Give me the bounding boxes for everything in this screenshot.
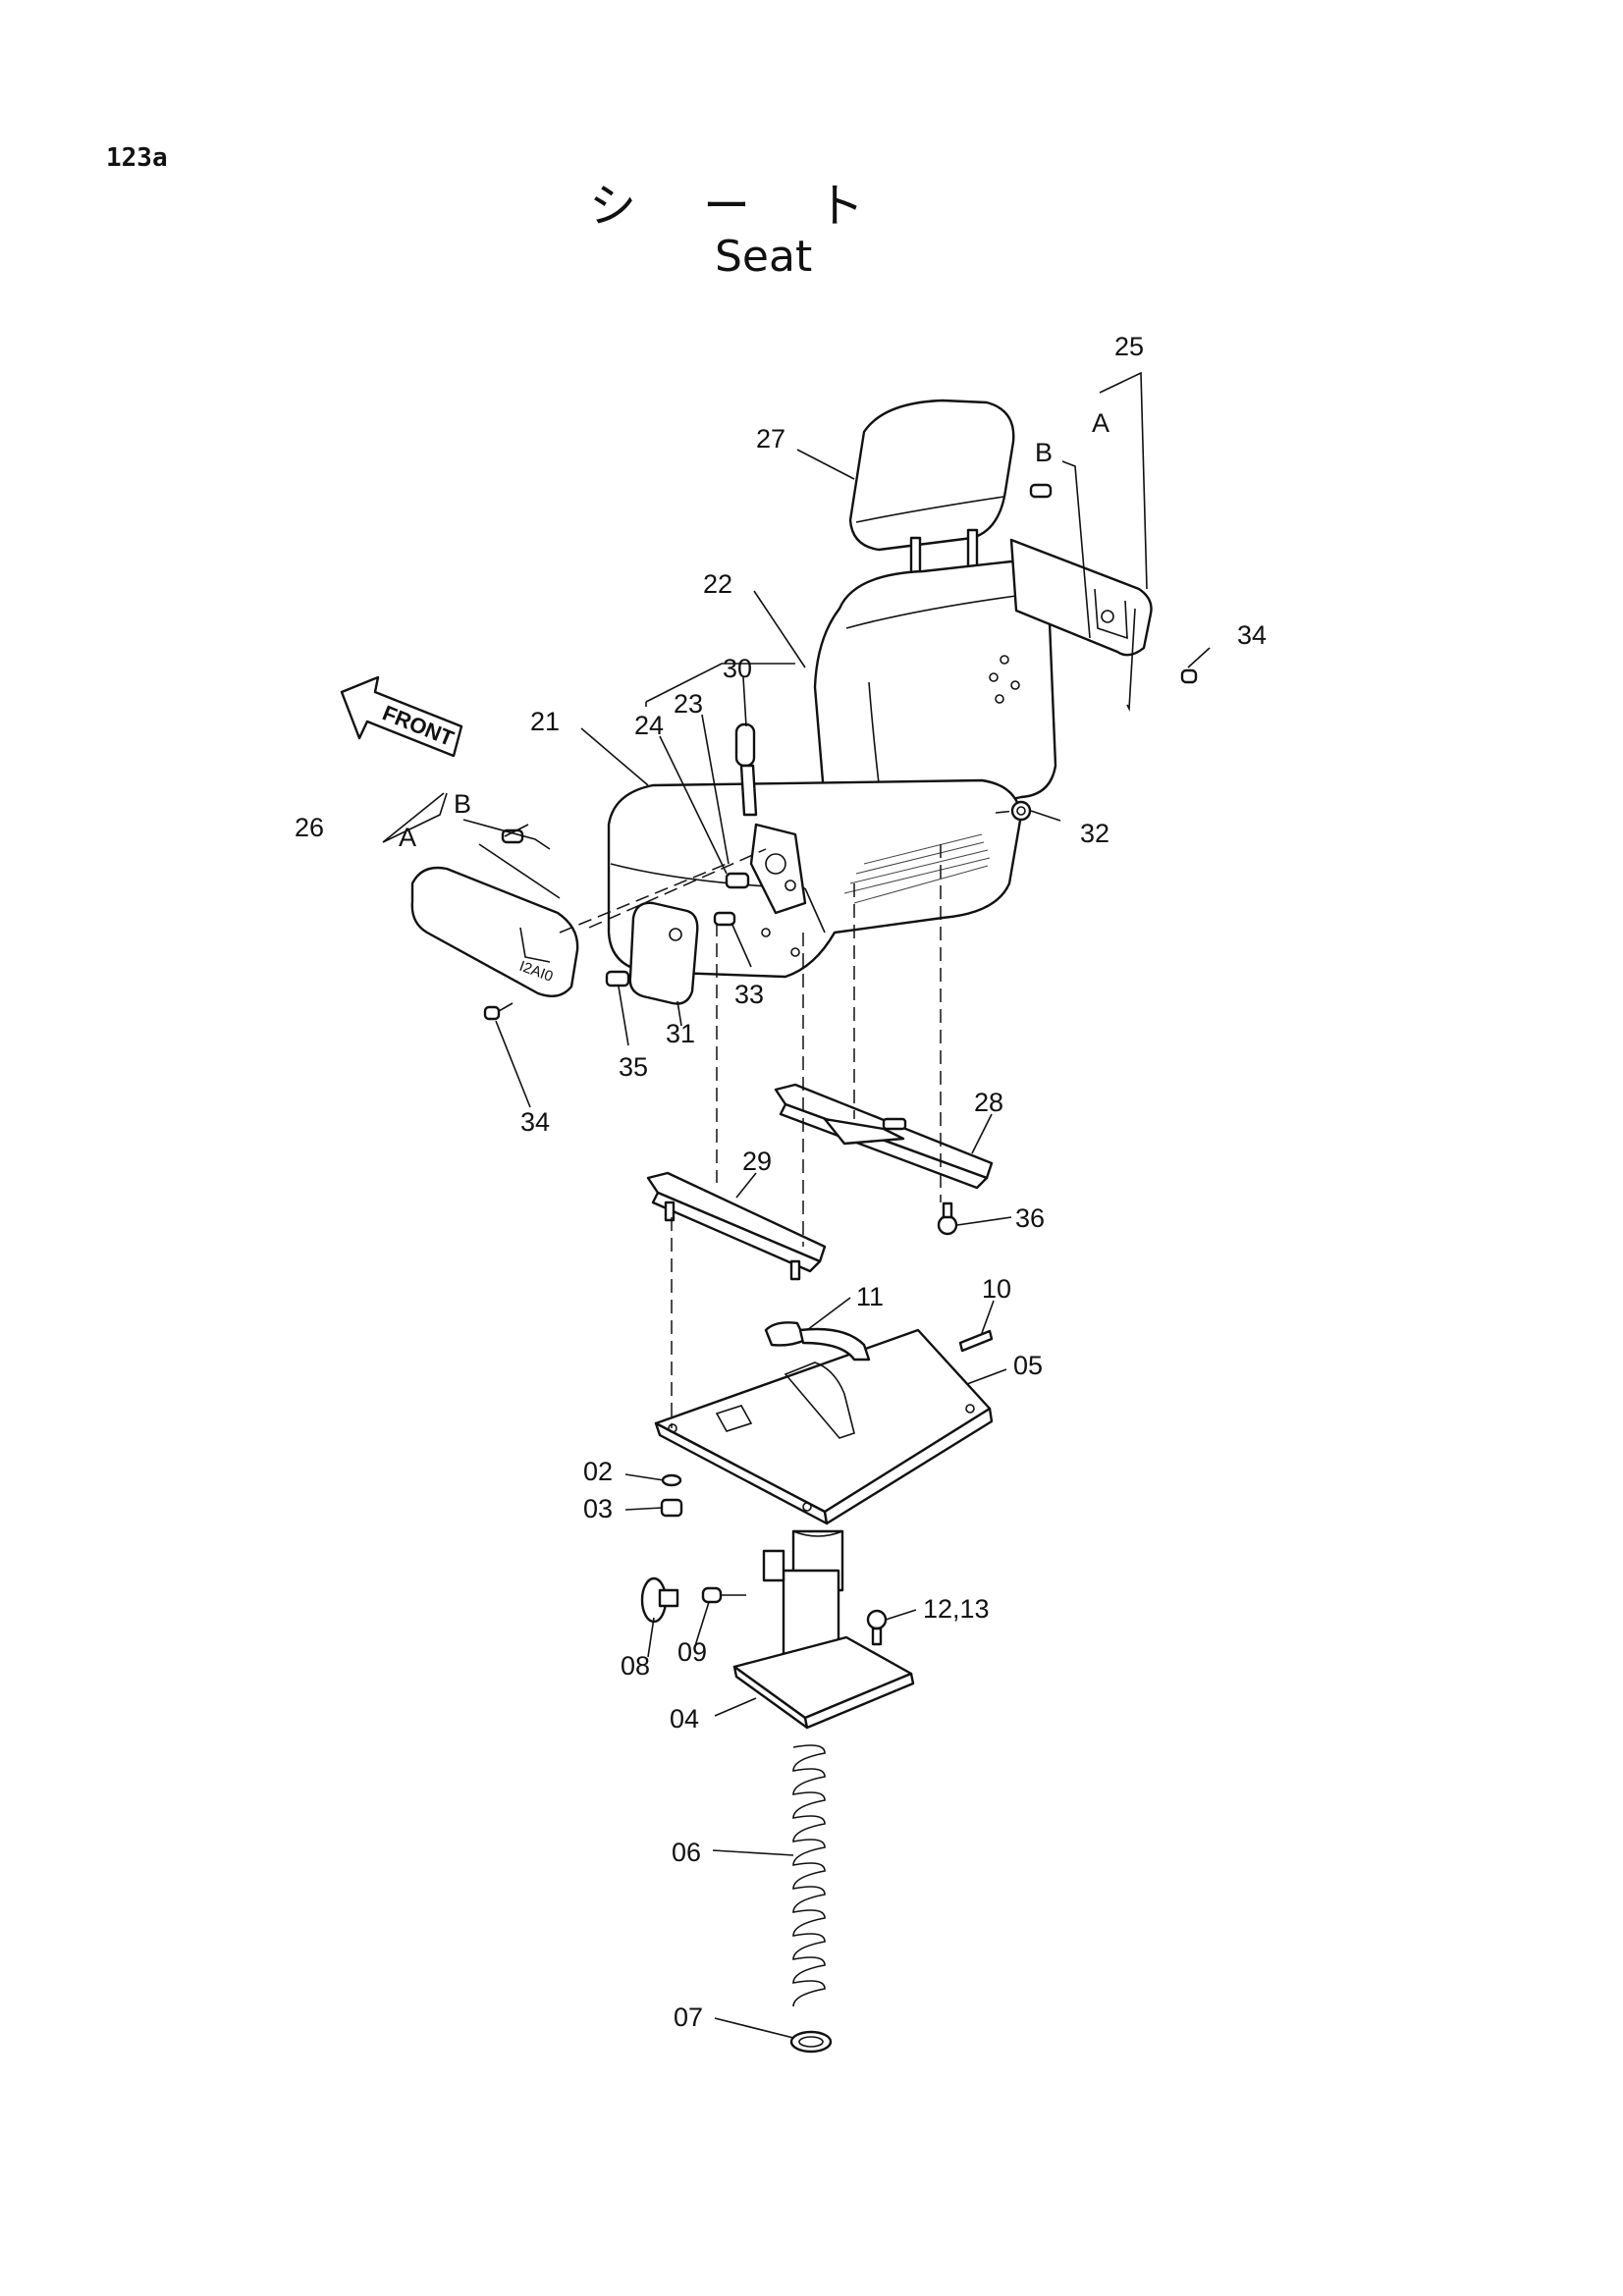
callout-34-right: 34 <box>1237 620 1267 650</box>
side-cover <box>628 901 699 1005</box>
callout-24: 24 <box>634 711 664 740</box>
base-plate <box>654 1328 994 1525</box>
callout-03: 03 <box>583 1494 613 1523</box>
callout-21: 21 <box>530 707 560 736</box>
callout-labels: 25 A B 27 22 34 30 23 24 21 B 26 A 32 33… <box>295 332 1267 2032</box>
callout-11: 11 <box>856 1282 884 1311</box>
headrest <box>848 399 1015 583</box>
spring <box>792 1744 826 2007</box>
callout-09: 09 <box>677 1637 707 1667</box>
callout-a-left: A <box>399 823 416 852</box>
callout-a-right: A <box>1092 408 1109 438</box>
retaining-ring <box>789 2030 833 2054</box>
hardware-parts <box>483 483 1198 1646</box>
callout-23: 23 <box>674 689 703 719</box>
bracket-lines <box>382 371 1148 899</box>
armrest-right <box>1009 538 1153 657</box>
callout-25: 25 <box>1114 332 1144 361</box>
seat-back <box>813 560 1057 836</box>
slide-rail-left <box>646 1171 827 1281</box>
callout-06: 06 <box>672 1838 701 1867</box>
title-english: Seat <box>715 232 813 282</box>
callout-36: 36 <box>1015 1203 1045 1233</box>
callout-05: 05 <box>1013 1351 1043 1380</box>
callout-22: 22 <box>703 569 732 599</box>
armrest-left: I2AI0 <box>410 866 579 997</box>
leader-lines <box>495 449 1211 2039</box>
callout-30: 30 <box>723 654 752 683</box>
seat-post <box>732 1529 915 1730</box>
recline-lever <box>734 722 807 915</box>
callout-29: 29 <box>742 1147 772 1176</box>
callout-31: 31 <box>666 1019 695 1048</box>
callout-07: 07 <box>674 2002 703 2032</box>
callout-b-right: B <box>1035 438 1053 467</box>
callout-08: 08 <box>621 1651 650 1681</box>
callout-34-left: 34 <box>520 1107 550 1137</box>
title-japanese: シート <box>589 179 932 234</box>
front-arrow: FRONT <box>340 675 463 758</box>
callout-35: 35 <box>619 1052 648 1082</box>
callout-12-13: 12,13 <box>923 1594 990 1624</box>
page-number: 123a <box>106 143 168 173</box>
callout-26: 26 <box>295 813 324 842</box>
assembly-lines <box>559 810 1017 1428</box>
callout-33: 33 <box>734 980 764 1009</box>
callout-02: 02 <box>583 1457 613 1486</box>
adjust-knob <box>640 1576 746 1624</box>
callout-04: 04 <box>670 1704 699 1734</box>
callout-b-left: B <box>454 789 471 819</box>
callout-28: 28 <box>974 1088 1003 1117</box>
slide-rail-right <box>774 1083 994 1190</box>
callout-10: 10 <box>982 1274 1011 1304</box>
front-label: FRONT <box>379 700 458 751</box>
callout-27: 27 <box>756 424 785 454</box>
height-lever <box>764 1321 871 1362</box>
callout-32: 32 <box>1080 819 1109 848</box>
